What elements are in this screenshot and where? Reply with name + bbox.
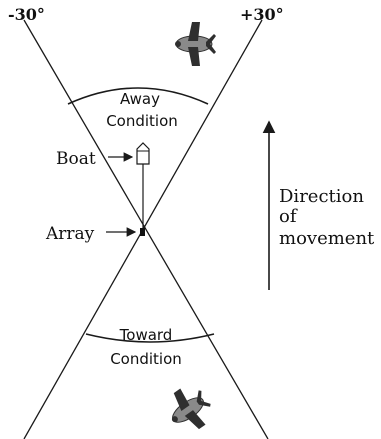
airplane-icon: [175, 22, 216, 66]
array-marker-icon: [140, 228, 145, 236]
boat-icon: [136, 142, 150, 165]
toward-condition-arc: [85, 333, 215, 343]
boat-label: Boat: [56, 149, 96, 169]
angle-label-right: +30°: [240, 5, 284, 24]
direction-line1: Direction: [279, 186, 364, 207]
array-label: Array: [45, 224, 95, 244]
direction-line2: of: [279, 206, 298, 227]
away-condition-line2: Condition: [106, 112, 178, 130]
airplane-icon: [171, 388, 211, 430]
away-condition-arc: [67, 87, 209, 105]
left-boundary-line: [23, 19, 269, 439]
angle-label-left: -30°: [8, 5, 45, 24]
toward-condition-line2: Condition: [110, 350, 182, 368]
away-condition-line1: Away: [120, 90, 160, 108]
toward-condition-line1: Toward: [119, 326, 173, 344]
direction-line3: movement: [279, 228, 375, 249]
